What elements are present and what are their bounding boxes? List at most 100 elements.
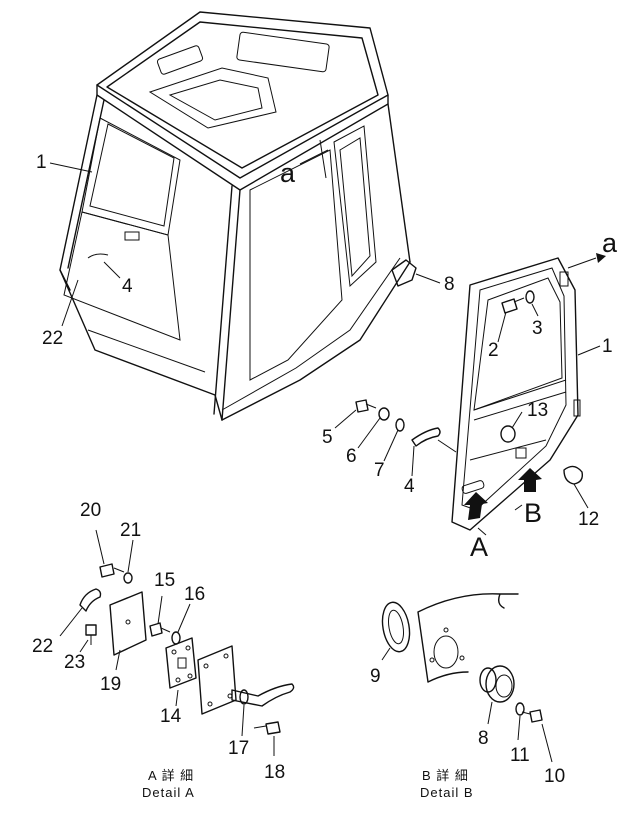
detail-a — [79, 563, 295, 735]
callout-15: 15 — [154, 570, 175, 591]
part-21-washer — [123, 572, 133, 584]
detail-a-caption-jp: A 詳 細 — [148, 768, 194, 783]
detail-b — [381, 593, 543, 723]
callout-14: 14 — [160, 706, 182, 727]
arrow-B — [518, 468, 542, 492]
callout-a-right: a — [602, 228, 618, 258]
detail-b-caption-jp: B 詳 細 — [422, 768, 469, 783]
part-17-lever — [231, 683, 295, 707]
part-3-washer — [525, 290, 535, 304]
cab-door-lower — [63, 211, 181, 341]
door-lower-line — [469, 439, 547, 461]
detail-a-caption-en: Detail A — [142, 785, 195, 800]
part-15-screw — [149, 622, 163, 637]
detail-b-caption-en: Detail B — [420, 785, 474, 800]
cab-door-window-glass — [89, 123, 175, 227]
cab-door-lock — [124, 231, 140, 241]
door-handle-slot — [461, 480, 485, 494]
callout-16: 16 — [184, 584, 205, 605]
callout-8-top: 8 — [444, 274, 455, 295]
callout-23: 23 — [64, 652, 85, 673]
cab-corner-post — [221, 189, 241, 421]
cab-roof-vent — [156, 45, 204, 75]
cab-roof-hatch — [148, 67, 277, 129]
callout-A: A — [470, 532, 488, 562]
part-17-hub — [239, 689, 249, 705]
part-17-plate — [197, 645, 237, 715]
callout-9: 9 — [370, 666, 381, 687]
cab-leaders — [49, 149, 441, 327]
part-19-plate — [109, 591, 147, 656]
callout-labels: 1 4 22 a 8 a 1 2 3 13 5 6 7 4 12 A B 20 … — [32, 152, 618, 787]
arrow-a-head — [596, 253, 606, 263]
part-18-screw — [265, 721, 281, 735]
cab-roof-panel — [236, 31, 330, 73]
cab-roof-hatch-glass — [168, 79, 263, 121]
detail-captions: A 詳 細 Detail A B 詳 細 Detail B — [142, 768, 474, 800]
part-4-handle — [411, 427, 441, 447]
part-9-seal — [381, 601, 411, 653]
cab-door-handle — [87, 253, 109, 259]
door-frame — [451, 257, 579, 531]
cab-right-bottom — [221, 261, 411, 421]
cab-roof — [96, 11, 389, 179]
part-23-screw — [85, 624, 97, 636]
cab-hinge-bracket — [391, 259, 417, 287]
cab-assembly — [59, 11, 417, 421]
cab-rear-window-glass — [339, 137, 371, 278]
door-parts — [355, 253, 606, 536]
cab-floor-line — [87, 329, 206, 373]
callout-3: 3 — [532, 318, 543, 339]
part-14-lock — [165, 637, 197, 689]
door-leaders — [334, 303, 601, 509]
cab-rear-post — [387, 103, 411, 263]
callout-2: 2 — [488, 340, 499, 361]
cab-rear-window — [333, 125, 377, 288]
door-lock — [515, 447, 527, 459]
callout-a-top: a — [280, 158, 296, 188]
part-5-bolt — [355, 399, 369, 413]
callout-B: B — [524, 498, 542, 528]
callout-1-right: 1 — [602, 336, 613, 357]
cab-roof-edge — [96, 84, 389, 191]
cab-corner-post-inner — [213, 185, 233, 415]
cab-inner-pillar — [319, 139, 327, 179]
cab-roof-inner — [106, 21, 379, 169]
part-9-seal-inner — [388, 609, 404, 645]
door-upper-glass — [473, 277, 563, 411]
callout-4-mid: 4 — [404, 476, 415, 497]
part-8-knob — [485, 665, 515, 703]
part-12-cap — [563, 465, 584, 485]
callout-20: 20 — [80, 500, 101, 521]
part-13-knob — [500, 425, 516, 443]
door-window-rail — [473, 379, 567, 411]
detail-b-leaders — [381, 647, 553, 763]
callout-21: 21 — [120, 520, 141, 541]
callout-5: 5 — [322, 427, 333, 448]
door-frame-inner — [461, 267, 567, 511]
cab-right-bottom-inner — [221, 257, 401, 411]
callout-22-top: 22 — [42, 328, 63, 349]
cab-side-panel — [249, 149, 343, 381]
door-panel-section — [417, 593, 519, 683]
door-window-rail-2 — [473, 391, 567, 421]
callout-19: 19 — [100, 674, 121, 695]
callout-7: 7 — [374, 460, 385, 481]
callout-17: 17 — [228, 738, 249, 759]
arrow-A — [464, 492, 488, 520]
door-hinge-top — [559, 271, 569, 287]
callout-12: 12 — [578, 509, 599, 530]
callout-6: 6 — [346, 446, 357, 467]
callout-10: 10 — [544, 766, 565, 787]
cab-floor-edge — [59, 269, 223, 421]
part-22-handle — [79, 588, 102, 612]
part-10-bolt — [529, 709, 543, 723]
callout-8-detail: 8 — [478, 728, 489, 749]
part-11-washer — [515, 702, 525, 716]
part-2-bolt — [501, 298, 518, 314]
door-panel-hole — [433, 635, 459, 669]
door-assembly — [451, 257, 581, 531]
cab-front-post — [59, 94, 98, 291]
